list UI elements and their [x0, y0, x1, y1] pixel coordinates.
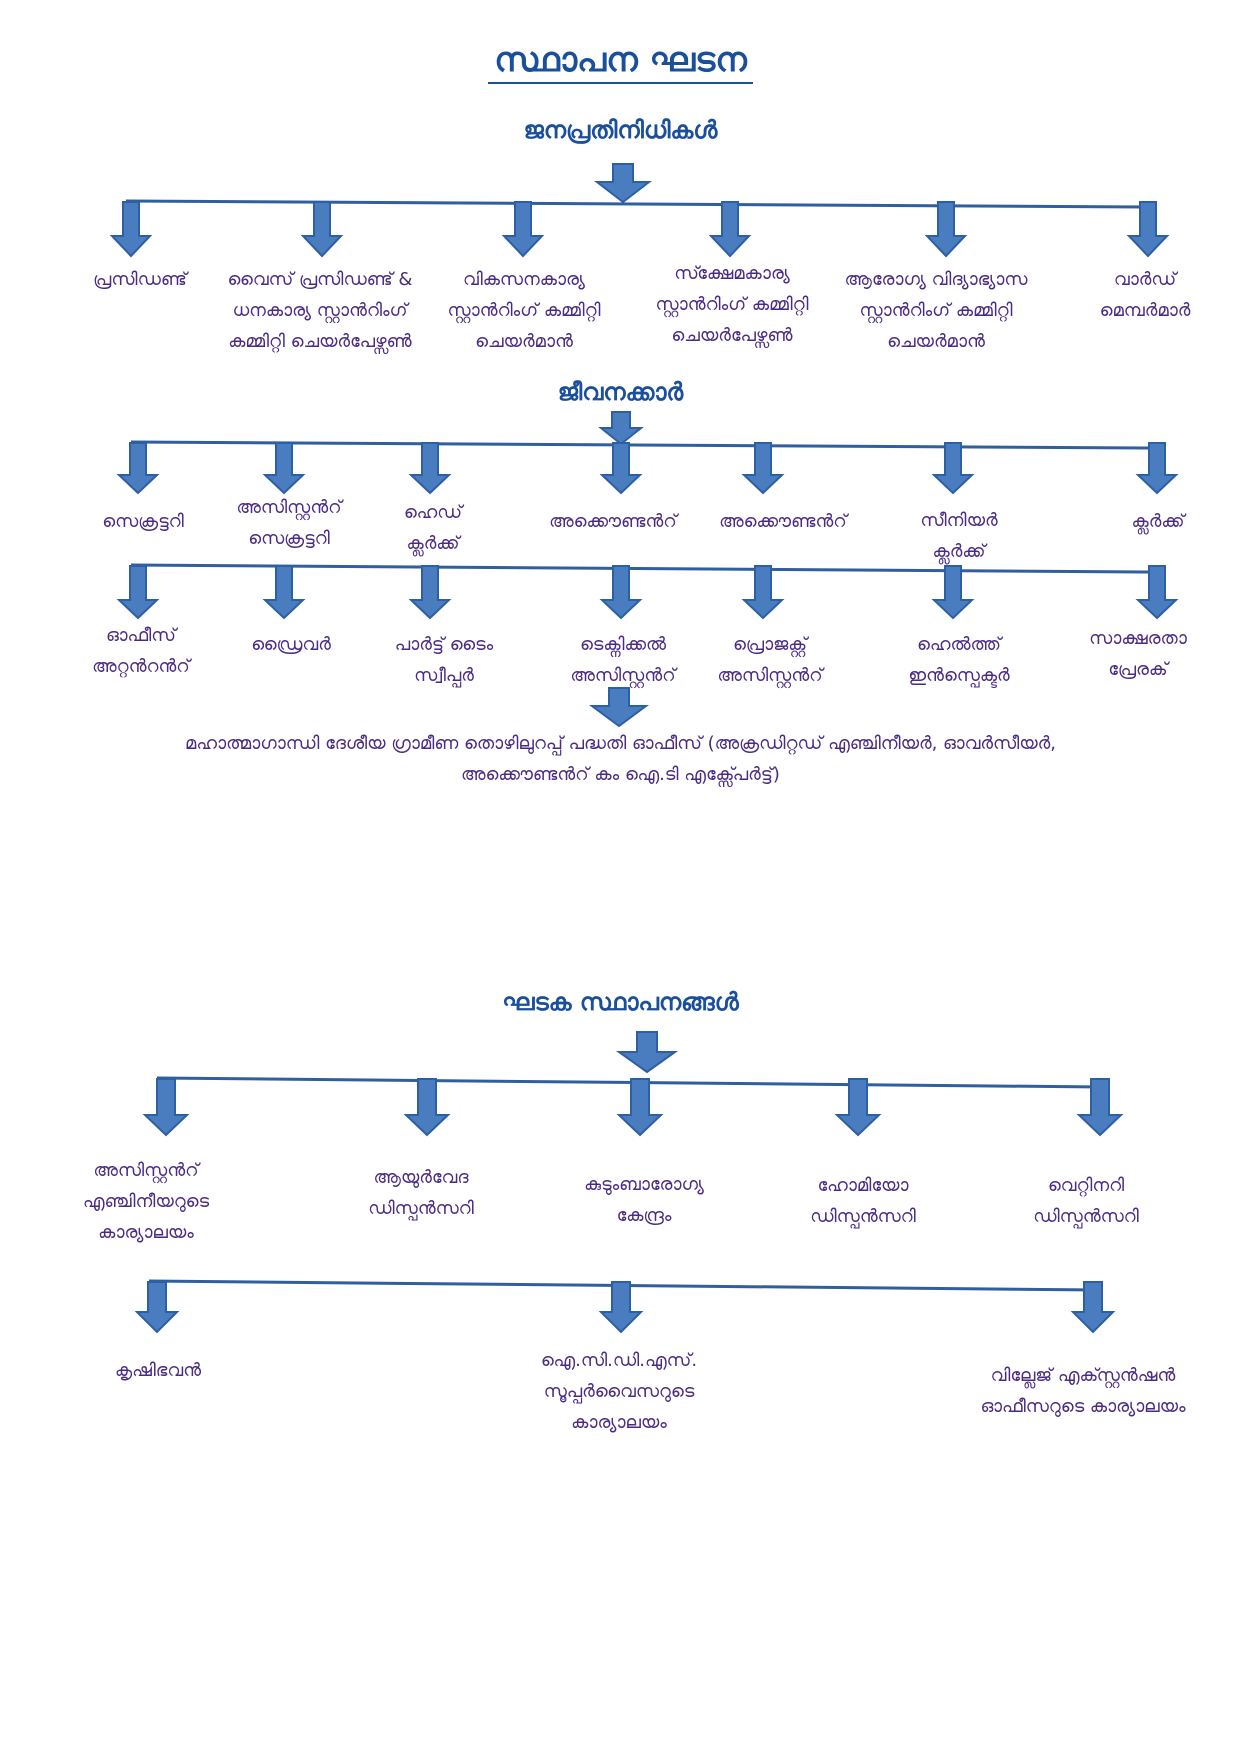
arrow-down-icon	[408, 565, 452, 620]
rep-ward-members: വാർഡ് മെമ്പർമാർ	[1099, 269, 1191, 321]
arrow-down-icon	[501, 201, 545, 258]
inst-veterinary-dispensary: വെറ്റിനറി ഡിസ്പൻസറി	[1033, 1175, 1139, 1227]
staff-health-inspector: ഹെൽത്ത് ഇൻസ്പെക്ടർ	[908, 634, 1010, 686]
arrow-down-icon	[598, 1281, 644, 1334]
heading-representatives: ജനപ്രതിനിധികൾ	[523, 116, 718, 144]
inst-family-health-centre: കുടുംബാരോഗ്യ കേന്ദ്രം	[584, 1174, 704, 1226]
arrow-down-icon	[1070, 1281, 1116, 1334]
mgnregs-office-note: മഹാത്മാഗാന്ധി ദേശീയ ഗ്രാമീണ തൊഴിലുറപ്പ് …	[185, 733, 1056, 785]
heading-staff: ജീവനക്കാർ	[557, 378, 684, 406]
inst-assistant-engineer-office: അസിസ്റ്റൻറ് എഞ്ചിനീയറുടെ കാര്യാലയം	[82, 1160, 210, 1243]
arrow-down-icon	[262, 442, 306, 495]
inst-ayurveda-dispensary: ആയുർവേദ ഡിസ്പൻസറി	[368, 1167, 474, 1219]
arrow-down-icon	[300, 201, 344, 258]
rep-development-chair: വികസനകാര്യ സ്റ്റാൻറിംഗ് കമ്മിറ്റി ചെയർമാ…	[447, 269, 601, 352]
arrow-down-icon	[142, 1078, 190, 1137]
staff-technical-assistant: ടെക്നിക്കൽ അസിസ്റ്റൻറ്	[570, 634, 676, 686]
staff-driver: ഡ്രൈവർ	[251, 634, 331, 655]
arrow-down-icon	[1135, 565, 1179, 620]
arrow-down-icon	[1135, 442, 1179, 495]
arrow-down-icon	[134, 1281, 180, 1334]
arrow-down-icon	[1076, 1078, 1124, 1137]
staff-head-clerk: ഹെഡ് ക്ലർക്ക്	[403, 502, 463, 554]
arrow-down-icon	[599, 565, 643, 620]
arrow-down-icon	[741, 442, 785, 495]
arrow-down-icon	[262, 565, 306, 620]
arrow-down-icon	[741, 565, 785, 620]
inst-icds-supervisor-office: ഐ.സി.ഡി.എസ്. സൂപ്പർവൈസറുടെ കാര്യാലയം	[540, 1350, 698, 1433]
staff-accountant-1: അക്കൌണ്ടൻറ്	[549, 511, 677, 532]
staff-clerk: ക്ലർക്ക്	[1131, 511, 1185, 532]
arrow-down-icon	[109, 201, 153, 258]
rep-president: പ്രസിഡണ്ട്	[93, 269, 187, 290]
inst-krishi-bhavan: കൃഷിഭവൻ	[114, 1360, 202, 1381]
arrow-down-icon	[403, 1078, 451, 1137]
staff-office-attendant: ഓഫീസ് അറ്റൻറൻറ്	[92, 625, 190, 677]
arrow-down-icon	[588, 687, 650, 728]
arrow-down-icon	[616, 1078, 664, 1137]
connector-line	[130, 440, 1149, 450]
arrow-down-icon	[599, 442, 643, 495]
arrow-down-icon	[834, 1078, 882, 1137]
inst-village-extension-office: വില്ലേജ് എക്സ്റ്റൻഷൻ ഓഫീസറുടെ കാര്യാലയം	[980, 1365, 1186, 1417]
staff-senior-clerk: സീനിയർ ക്ലർക്ക്	[920, 510, 998, 562]
rep-health-education-chair: ആരോഗ്യ വിദ്യാഭ്യാസ സ്റ്റാൻറിംഗ് കമ്മിറ്റ…	[844, 269, 1028, 352]
arrow-down-icon	[708, 201, 752, 258]
staff-part-time-sweeper: പാർട്ട് ടൈം സ്വീപ്പർ	[394, 634, 494, 686]
staff-accountant-2: അക്കൌണ്ടൻറ്	[719, 511, 847, 532]
rep-welfare-chair: സ്ക്ഷേമകാര്യ സ്റ്റാൻറിംഗ് കമ്മിറ്റി ചെയർ…	[655, 263, 809, 346]
rep-vice-president: വൈസ് പ്രസിഡണ്ട് & ധനകാര്യ സ്റ്റാൻറിംഗ് ക…	[227, 269, 413, 352]
arrow-down-icon	[615, 1031, 679, 1074]
heading-institutions: ഘടക സ്ഥാപനങ്ങൾ	[502, 988, 739, 1016]
arrow-down-icon	[931, 565, 975, 620]
staff-literacy-prerak: സാക്ഷരതാ പ്രേരക്	[1089, 628, 1187, 680]
arrow-down-icon	[931, 442, 975, 495]
staff-assistant-secretary: അസിസ്റ്റൻറ് സെക്രട്ടറി	[236, 497, 342, 549]
page-title: സ്ഥാപന ഘടന	[0, 40, 1241, 84]
arrow-down-icon	[408, 442, 452, 495]
staff-project-assistant: പ്രൊജക്റ്റ് അസിസ്റ്റൻറ്	[717, 634, 823, 686]
arrow-down-icon	[116, 442, 160, 495]
staff-secretary: സെക്രട്ടറി	[102, 511, 184, 532]
connector-line	[156, 1076, 1103, 1089]
inst-homeo-dispensary: ഹോമിയോ ഡിസ്പൻസറി	[810, 1175, 916, 1227]
arrow-down-icon	[116, 565, 160, 620]
arrow-down-icon	[1126, 201, 1170, 258]
connector-line	[125, 199, 1147, 209]
arrow-down-icon	[594, 163, 652, 204]
arrow-down-icon	[598, 411, 644, 446]
connector-line	[130, 563, 1149, 574]
arrow-down-icon	[924, 201, 968, 258]
